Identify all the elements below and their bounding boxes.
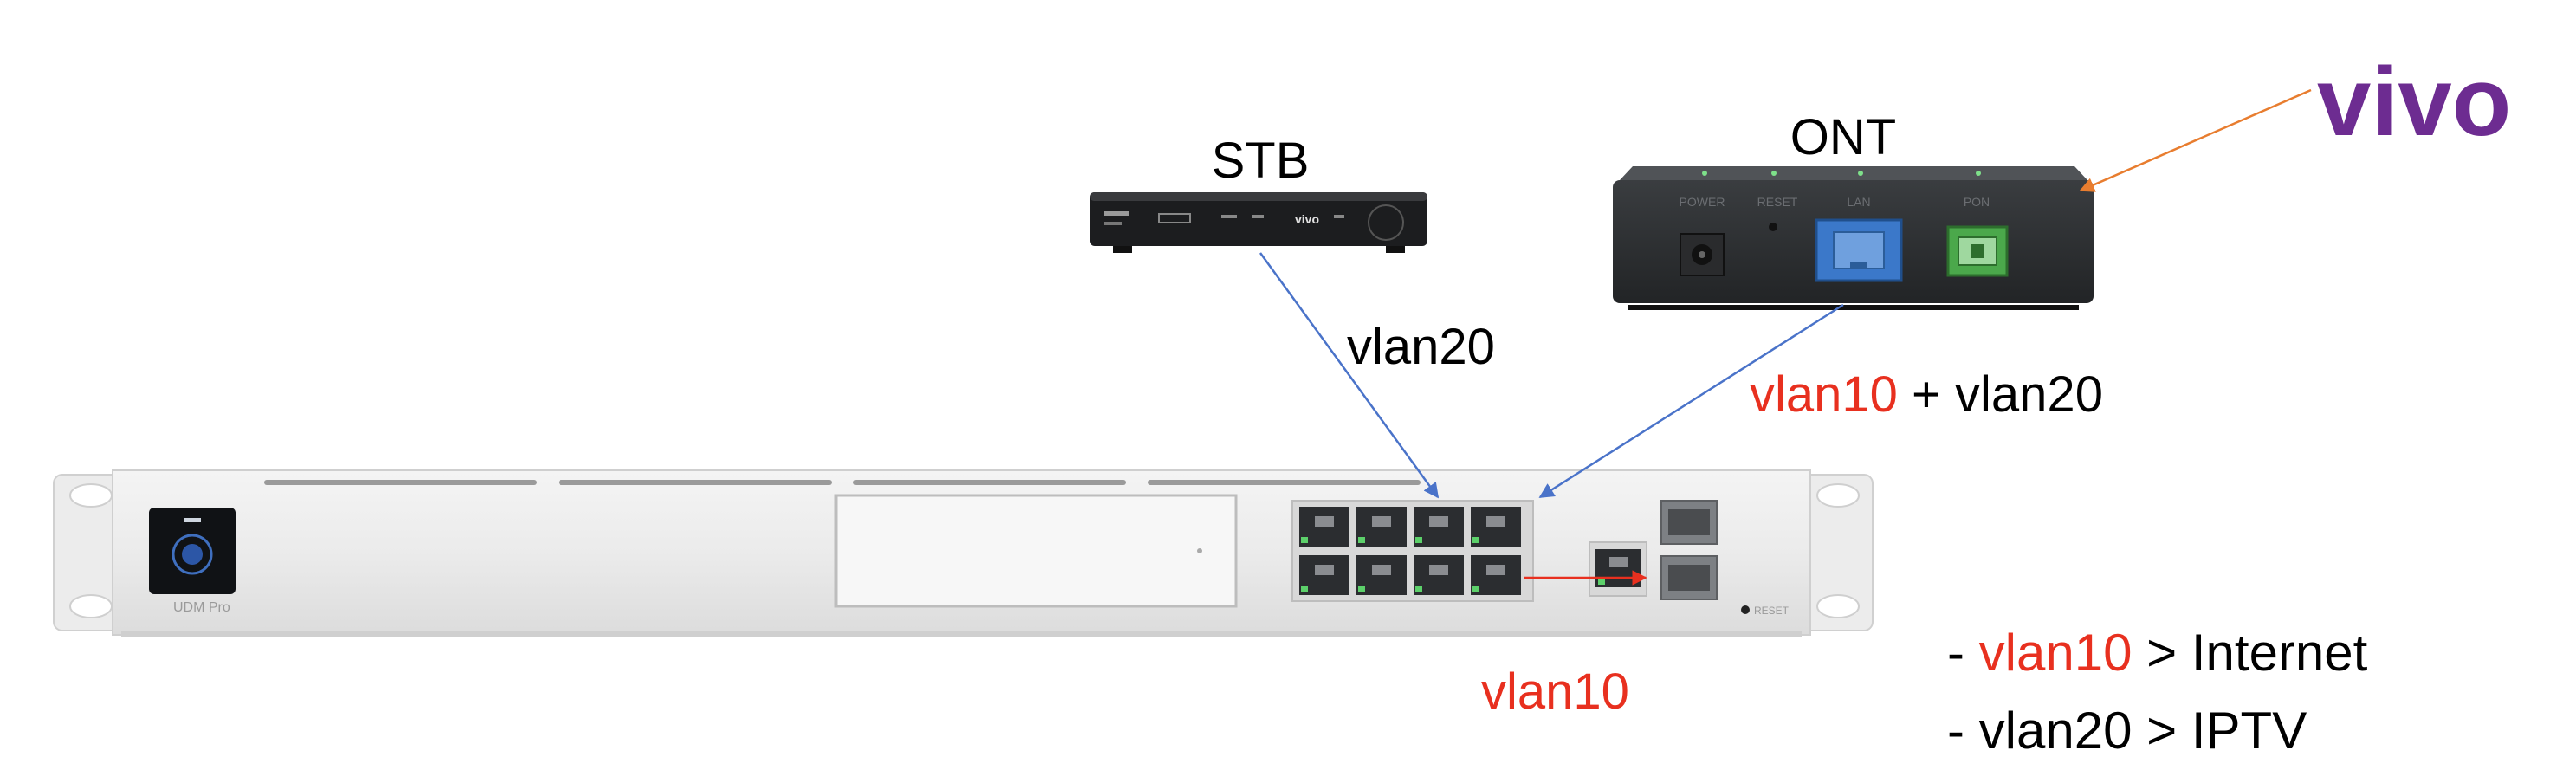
legend: - vlan10 > Internet - vlan20 > IPTV [1947, 624, 2368, 760]
stb-link-label: vlan20 [1347, 319, 1495, 375]
ont-port-label-power: POWER [1680, 195, 1725, 209]
vivo-logo: vivo [2317, 48, 2511, 156]
stb-brand: vivo [1295, 212, 1319, 226]
router-device: UDM Pro [53, 469, 1874, 637]
vivo-logo-text: vivo [2317, 48, 2511, 156]
ont-link-vlan10: vlan10 [1750, 366, 1898, 423]
switch-ports [1291, 500, 1534, 602]
ont-link-plus: + [1898, 366, 1955, 423]
power-port-icon [1680, 233, 1725, 276]
ont-device: ONT POWER RESET LAN PON [1613, 109, 2094, 310]
router-reset-label: RESET [1754, 605, 1790, 617]
ont-to-router-link [1538, 303, 1844, 499]
ont-port-label-pon: PON [1964, 195, 1990, 209]
ont-link-vlan20: vlan20 [1955, 366, 2103, 423]
ont-link-label: vlan10 + vlan20 [1750, 366, 2103, 423]
stb-to-router-link [1259, 252, 1440, 499]
stb-body [1090, 192, 1427, 246]
router-reset-icon [1741, 605, 1750, 614]
ont-label: ONT [1790, 109, 1896, 165]
stb-device: STB vivo [1090, 133, 1427, 253]
legend-item-vlan20: - vlan20 > IPTV [1947, 702, 2307, 760]
stb-label: STB [1212, 133, 1310, 189]
legend-item-vlan10: - vlan10 > Internet [1947, 624, 2368, 682]
drive-bay [834, 494, 1238, 608]
router-name: UDM Pro [173, 600, 230, 615]
ont-port-label-reset: RESET [1757, 195, 1798, 209]
stb-dpad-icon [1368, 204, 1404, 241]
ont-port-label-lan: LAN [1847, 195, 1870, 209]
router-internal-label: vlan10 [1481, 663, 1629, 720]
logo-to-ont-link [2079, 88, 2312, 192]
reset-hole-icon [1769, 223, 1777, 231]
